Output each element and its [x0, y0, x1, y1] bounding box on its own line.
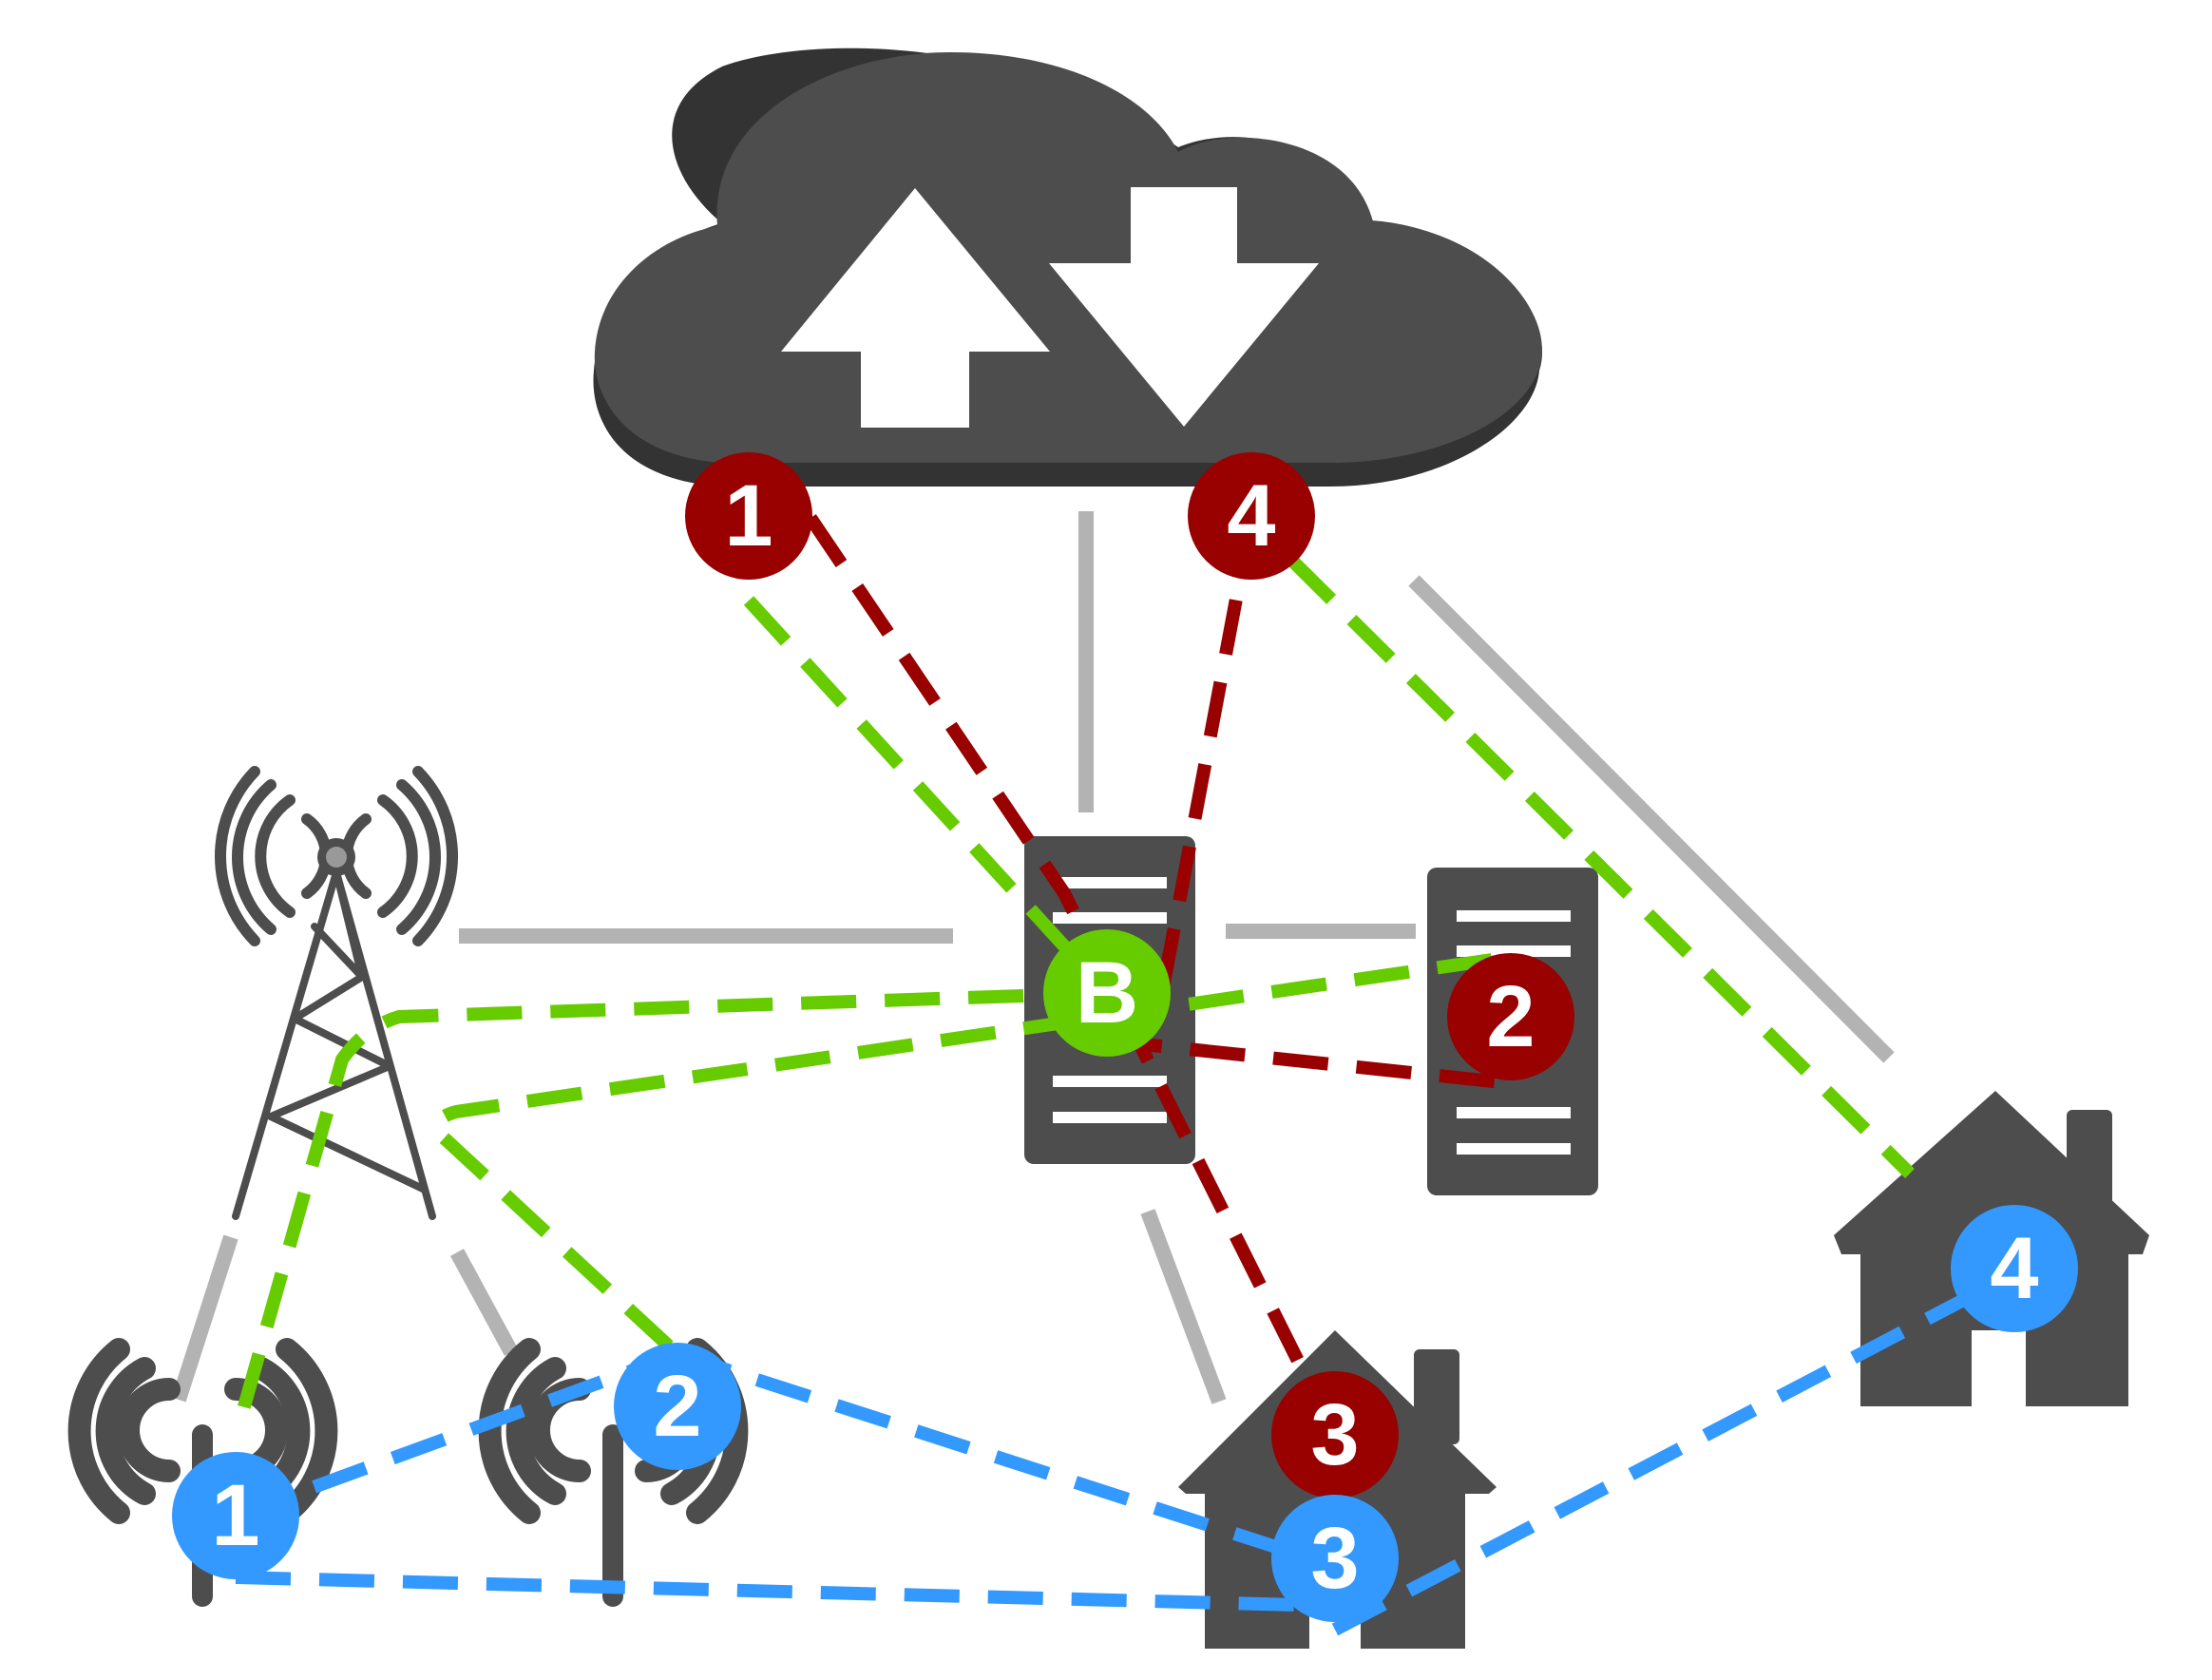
badge-blue-3-label: 3	[1310, 1510, 1359, 1607]
badge-blue-1: 1	[172, 1452, 299, 1579]
badge-red-2: 2	[1447, 953, 1574, 1080]
badge-red-3: 3	[1271, 1371, 1399, 1499]
badge-red-1-label: 1	[724, 468, 772, 564]
badge-red-2-label: 2	[1486, 968, 1535, 1065]
cloud-body	[594, 52, 1543, 463]
upload-arrow-icon	[781, 188, 1050, 428]
link-tower-antenna1	[171, 1234, 238, 1403]
cloud-upload-download-icon	[593, 48, 1543, 487]
badge-red-4: 4	[1188, 452, 1315, 580]
badge-red-3-label: 3	[1310, 1386, 1359, 1483]
link-tower-antenna2	[449, 1249, 519, 1356]
badge-red-4-label: 4	[1227, 468, 1275, 564]
badge-blue-4: 4	[1951, 1205, 2078, 1332]
tower-beacon-highlight	[326, 847, 347, 868]
badge-blue-3: 3	[1271, 1495, 1399, 1622]
server-b-slots	[1053, 877, 1167, 1123]
badge-blue-2: 2	[614, 1343, 741, 1470]
badge-blue-2-label: 2	[653, 1358, 701, 1455]
badge-green-b: B	[1043, 929, 1171, 1057]
download-arrow-icon	[1049, 187, 1319, 427]
solid-links	[171, 511, 1895, 1404]
server-2-slots	[1457, 910, 1571, 1155]
red-dashed-links	[805, 514, 1512, 1439]
house-4-roof	[1834, 1091, 2149, 1254]
badge-blue-1-label: 1	[211, 1467, 259, 1564]
blue-dashed-links	[233, 1267, 2018, 1636]
house-3-chimney	[1414, 1349, 1459, 1444]
green-dashed-links	[231, 556, 1915, 1432]
tower-frame	[232, 869, 436, 1220]
cell-tower-icon	[215, 766, 458, 1220]
link-server-house3	[1140, 1209, 1227, 1404]
badge-red-1: 1	[685, 452, 812, 580]
house-4-chimney	[2067, 1110, 2112, 1205]
link-cloud-house4	[1408, 575, 1895, 1063]
badge-blue-4-label: 4	[1990, 1220, 2038, 1317]
badge-green-b-label: B	[1076, 945, 1138, 1041]
